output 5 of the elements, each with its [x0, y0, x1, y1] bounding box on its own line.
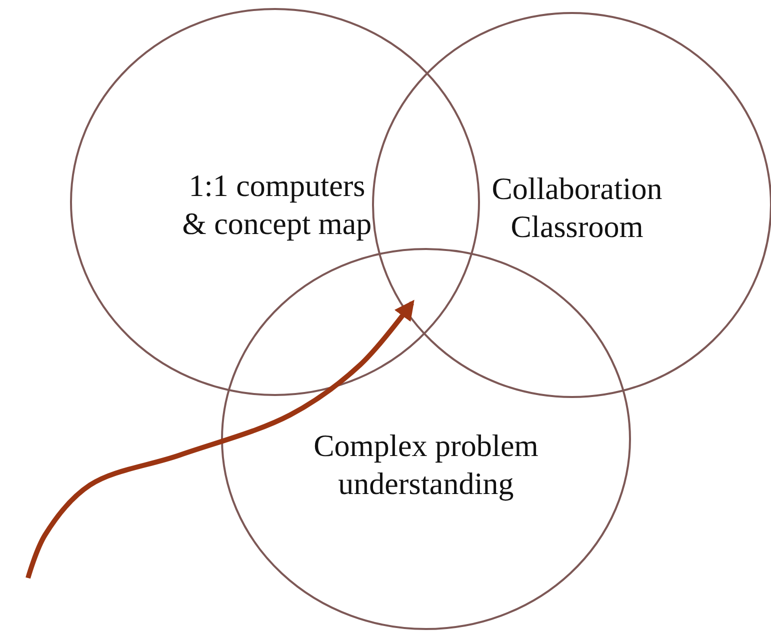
venn-circle — [221, 248, 631, 630]
circle-label: Collaboration Classroom — [490, 170, 664, 246]
venn-circle — [70, 8, 480, 396]
circle-label: Complex problem understanding — [312, 427, 540, 503]
circle-label: 1:1 computers & concept map — [181, 167, 373, 243]
